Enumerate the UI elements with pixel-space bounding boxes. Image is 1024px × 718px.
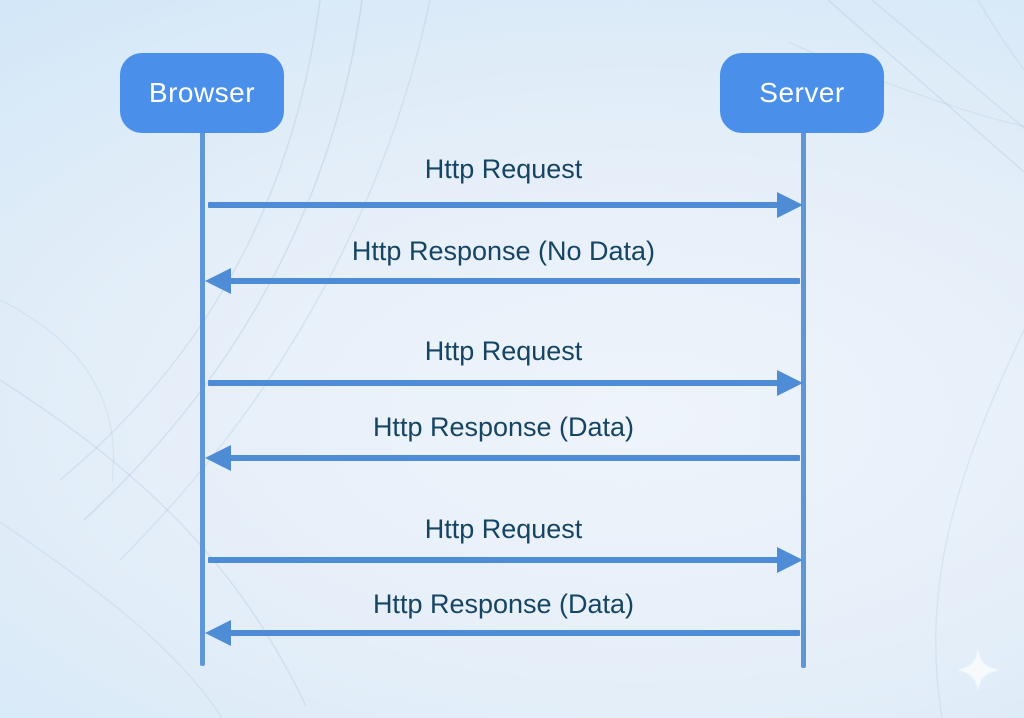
message-label-http-response-no-data: Http Response (No Data) (351, 236, 656, 266)
arrow-line (225, 278, 800, 284)
arrowhead-left-icon (205, 268, 231, 294)
message-arrow-right-2 (205, 370, 803, 396)
sparkle-icon (957, 649, 999, 691)
actor-label-browser: Browser (148, 77, 256, 108)
message-arrow-right-1 (205, 192, 803, 218)
arrow-line (208, 557, 783, 563)
message-label-http-response-data-2: Http Response (Data) (372, 589, 635, 619)
arrow-line (225, 455, 800, 461)
actor-box-server: Server (720, 53, 884, 133)
message-arrow-left-3 (205, 620, 803, 646)
message-label-http-request-3: Http Request (424, 514, 583, 544)
arrow-line (225, 630, 800, 636)
arrowhead-right-icon (777, 547, 803, 573)
actor-box-browser: Browser (120, 53, 284, 133)
message-label-http-request-2: Http Request (424, 336, 583, 366)
arrowhead-right-icon (777, 192, 803, 218)
message-arrow-left-2 (205, 445, 803, 471)
arrow-line (208, 202, 783, 208)
arrowhead-left-icon (205, 445, 231, 471)
message-arrow-left-1 (205, 268, 803, 294)
arrowhead-left-icon (205, 620, 231, 646)
message-label-http-response-data-1: Http Response (Data) (372, 412, 635, 442)
arrowhead-right-icon (777, 370, 803, 396)
server-lifeline (801, 130, 806, 668)
arrow-line (208, 380, 783, 386)
message-label-http-request-1: Http Request (424, 154, 583, 184)
actor-label-server: Server (759, 77, 845, 108)
browser-lifeline (200, 130, 205, 666)
message-arrow-right-3 (205, 547, 803, 573)
